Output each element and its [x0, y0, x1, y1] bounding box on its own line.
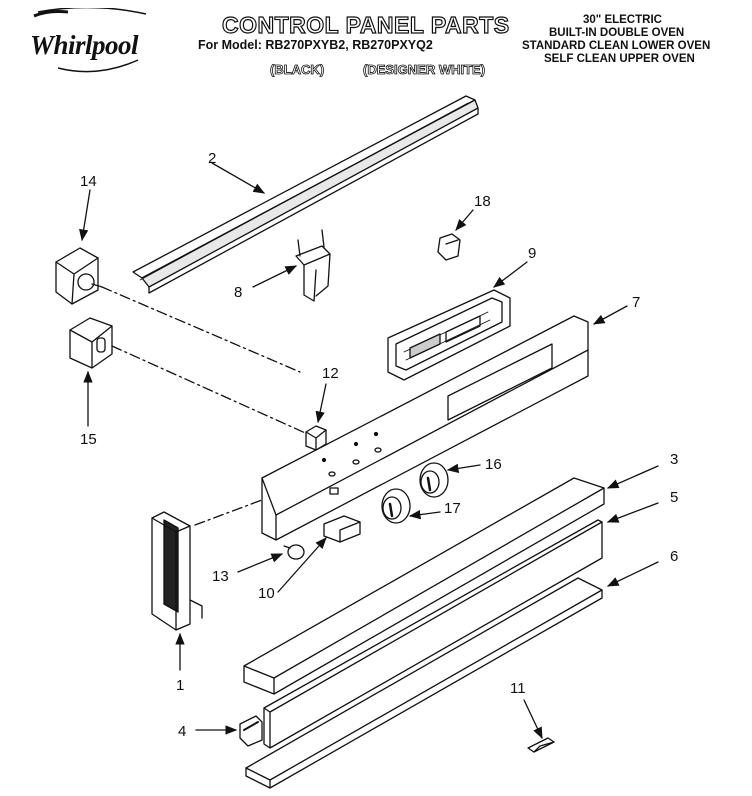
part-7-control-panel	[261, 315, 589, 541]
callout-7: 7	[632, 294, 640, 311]
appliance-description-line: STANDARD CLEAN LOWER OVEN	[522, 40, 711, 52]
whirlpool-logo	[33, 8, 147, 73]
callout-6: 6	[670, 548, 678, 565]
callout-14: 14	[80, 173, 97, 190]
callout-11: 11	[510, 680, 526, 697]
diagram-title: CONTROL PANEL PARTS	[221, 11, 510, 38]
callout-5: 5	[670, 489, 678, 506]
appliance-description-line: SELF CLEAN UPPER OVEN	[544, 53, 695, 65]
callout-12: 12	[322, 365, 339, 382]
part-9-electronic-control-board	[387, 289, 511, 381]
callout-15: 15	[80, 431, 97, 448]
callout-17: 17	[444, 500, 461, 517]
callout-2: 2	[208, 150, 216, 167]
callout-3: 3	[670, 451, 678, 468]
callout-16: 16	[485, 456, 502, 473]
callout-13: 13	[212, 568, 229, 585]
part-4-end-clip	[239, 715, 263, 747]
part-14-rotary-switch	[55, 247, 103, 305]
callout-9: 9	[528, 245, 536, 262]
part-3-trim-strip	[243, 477, 605, 695]
part-17-control-knob	[381, 488, 411, 524]
callout-8: 8	[234, 284, 242, 301]
part-11-spring-clip	[527, 737, 555, 753]
part-12-relay	[305, 425, 327, 451]
part-6-channel-strip	[245, 577, 603, 789]
callout-10: 10	[258, 585, 275, 602]
part-2-top-trim-rail	[132, 95, 479, 294]
part-8-mounting-bracket	[295, 229, 331, 302]
appliance-description-line: BUILT-IN DOUBLE OVEN	[549, 27, 685, 39]
callout-18: 18	[474, 193, 491, 210]
appliance-description-line: 30" ELECTRIC	[583, 14, 662, 26]
part-18-clip	[437, 233, 461, 261]
part-13-indicator-lamp	[283, 544, 305, 560]
callout-1: 1	[176, 677, 184, 694]
callout-4: 4	[178, 723, 186, 740]
part-1-end-cap	[151, 511, 203, 631]
part-16-control-knob	[419, 462, 449, 498]
part-10-connector	[323, 515, 361, 543]
color-label-black: (BLACK)	[270, 62, 325, 78]
model-numbers: For Model: RB270PXYB2, RB270PXYQ2	[198, 38, 433, 52]
part-15-switch	[69, 317, 113, 369]
brand-wordmark: Whirlpool	[30, 30, 139, 60]
color-label-designer-white: (DESIGNER WHITE)	[363, 62, 486, 78]
